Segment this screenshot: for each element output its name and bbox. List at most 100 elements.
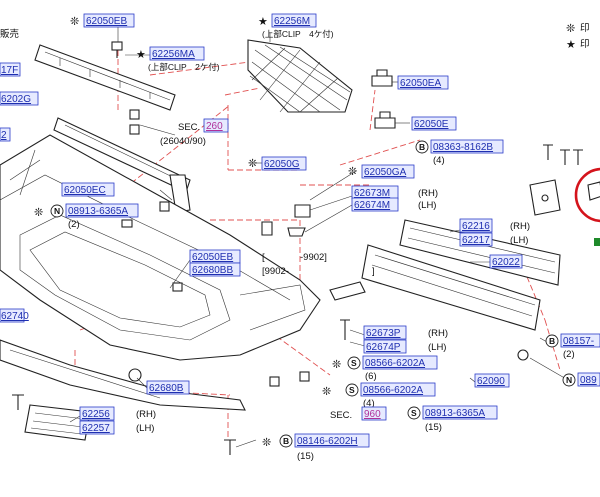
edge-label-6202G[interactable]: 6202G xyxy=(1,94,31,105)
star-icon: ★ xyxy=(566,38,576,51)
star-icon: ★ xyxy=(258,15,268,28)
part-number-08566-6202A-a[interactable]: 08566-6202A xyxy=(365,358,425,369)
lh-label-2: (LH) xyxy=(510,235,528,246)
rh-label-1: (RH) xyxy=(418,188,438,199)
s-symbol-letter-2: S xyxy=(349,385,355,395)
part-number-08157[interactable]: 08157- xyxy=(563,336,594,347)
lh-label-4: (LH) xyxy=(136,423,154,434)
asterisk-icon: ❊ xyxy=(566,22,575,35)
part-number-08363-8162B[interactable]: 08363-8162B xyxy=(433,142,493,153)
lower-lip-spoiler xyxy=(0,339,246,411)
edge-label-089[interactable]: 089 xyxy=(580,375,597,386)
section-number-260[interactable]: 260 xyxy=(206,121,223,132)
part-number-62674P[interactable]: 62674P xyxy=(366,342,401,353)
clip-62050EA xyxy=(371,69,393,87)
edge-label-2[interactable]: 2 xyxy=(1,130,7,141)
edge-label-62740[interactable]: 62740 xyxy=(1,311,29,322)
n-symbol-letter-2: N xyxy=(566,375,572,385)
part-number-62673M[interactable]: 62673M xyxy=(354,188,390,199)
asterisk-icon: ❊ xyxy=(322,385,331,398)
quantity-15a: (15) xyxy=(425,422,442,433)
asterisk-icon: ❊ xyxy=(248,157,257,170)
part-number-62256MA[interactable]: 62256MA xyxy=(152,49,195,60)
rh-label-2: (RH) xyxy=(510,221,530,232)
lh-label-1: (LH) xyxy=(418,200,436,211)
part-number-62256[interactable]: 62256 xyxy=(82,409,110,420)
part-number-62050EC[interactable]: 62050EC xyxy=(64,185,106,196)
n-symbol-letter: N xyxy=(54,206,60,216)
upper-reinforcement-bar xyxy=(34,44,176,111)
quantity-4: (4) xyxy=(433,155,445,166)
b-symbol-letter: B xyxy=(419,142,425,152)
quantity-2a: (2) xyxy=(68,219,80,230)
part-number-62050EA[interactable]: 62050EA xyxy=(400,78,441,89)
clip-62050E xyxy=(374,111,396,129)
lower-grille-62256 xyxy=(24,404,91,441)
asterisk-icon: ❊ xyxy=(34,206,43,219)
bracket-note-9902-end: -9902] xyxy=(300,252,327,263)
section-number-960[interactable]: 960 xyxy=(364,409,381,420)
part-number-62680BB[interactable]: 62680BB xyxy=(192,265,233,276)
legend-asterisk-text: 印 xyxy=(580,22,590,34)
reinforcement-beam-62022 xyxy=(399,219,561,286)
n-symbol-icon xyxy=(50,204,64,218)
leader-lines xyxy=(69,25,569,448)
rh-label-3: (RH) xyxy=(428,328,448,339)
part-number-62673P[interactable]: 62673P xyxy=(366,328,401,339)
clip-62050EB xyxy=(111,41,123,58)
part-number-08913-6365A-a[interactable]: 08913-6365A xyxy=(68,206,128,217)
lh-label-3: (LH) xyxy=(428,342,446,353)
b-symbol-letter-3: B xyxy=(283,436,289,446)
b-symbol-icon-2 xyxy=(545,334,559,348)
n-symbol-icon-2 xyxy=(562,373,576,387)
b-symbol-letter-2: B xyxy=(549,336,555,346)
b-symbol-icon-3 xyxy=(279,434,293,448)
part-number-62050EB-top[interactable]: 62050EB xyxy=(86,16,127,27)
section-label-2: SEC. xyxy=(330,410,352,421)
green-marker xyxy=(594,238,600,246)
part-number-62257[interactable]: 62257 xyxy=(82,423,110,434)
b-symbol-icon xyxy=(415,140,429,154)
quantity-2b: (2) xyxy=(563,349,575,360)
asterisk-icon: ❊ xyxy=(348,165,357,178)
clip-62050EB-2 xyxy=(261,221,273,236)
clip4-note: (上部CLIP 4ケ付) xyxy=(262,29,334,39)
part-number-08913-6365A-b[interactable]: 08913-6365A xyxy=(425,408,485,419)
quantity-4b: (4) xyxy=(363,398,375,409)
part-number-62674M[interactable]: 62674M xyxy=(354,200,390,211)
quantity-15b: (15) xyxy=(297,451,314,462)
quantity-6: (6) xyxy=(365,371,377,382)
s-symbol-icon-3 xyxy=(407,406,421,420)
edge-label-17F[interactable]: 17F xyxy=(1,65,18,76)
part-number-62050E[interactable]: 62050E xyxy=(414,119,449,130)
side-trim-62673P xyxy=(329,281,366,301)
small-clips xyxy=(121,109,310,387)
part-number-62050G[interactable]: 62050G xyxy=(264,159,300,170)
s-symbol-icon-2 xyxy=(345,383,359,397)
part-number-08146-6202H[interactable]: 08146-6202H xyxy=(297,436,358,447)
asterisk-icon: ❊ xyxy=(332,358,341,371)
highlight-circle xyxy=(574,167,600,223)
part-number-62216[interactable]: 62216 xyxy=(462,221,490,232)
edge-label-kanji: 販売 xyxy=(0,28,19,40)
asterisk-icon: ❊ xyxy=(70,15,79,28)
part-number-62050EB-2[interactable]: 62050EB xyxy=(192,252,233,263)
part-number-62217[interactable]: 62217 xyxy=(462,235,490,246)
part-number-08566-6202A-b[interactable]: 08566-6202A xyxy=(363,385,423,396)
part-number-62022[interactable]: 62022 xyxy=(492,257,520,268)
star-icon: ★ xyxy=(136,48,146,61)
part-number-62680B[interactable]: 62680B xyxy=(149,383,184,394)
part-number-62090[interactable]: 62090 xyxy=(477,376,505,387)
s-symbol-letter-3: S xyxy=(411,408,417,418)
bolts xyxy=(12,144,583,455)
energy-absorber xyxy=(361,244,541,331)
bracket-close-2: ] xyxy=(372,266,375,277)
bracket-open-1: [ xyxy=(262,252,265,263)
stay-bar xyxy=(53,117,191,213)
legend-star-text: 印 xyxy=(580,38,590,50)
section-sub-26040-90: (26040/90) xyxy=(160,136,206,147)
section-label-1: SEC. xyxy=(178,122,200,133)
part-number-62256M[interactable]: 62256M xyxy=(274,16,310,27)
clip2-note: (上部CLIP 2ケ付) xyxy=(148,62,220,72)
part-number-62050GA[interactable]: 62050GA xyxy=(364,167,407,178)
